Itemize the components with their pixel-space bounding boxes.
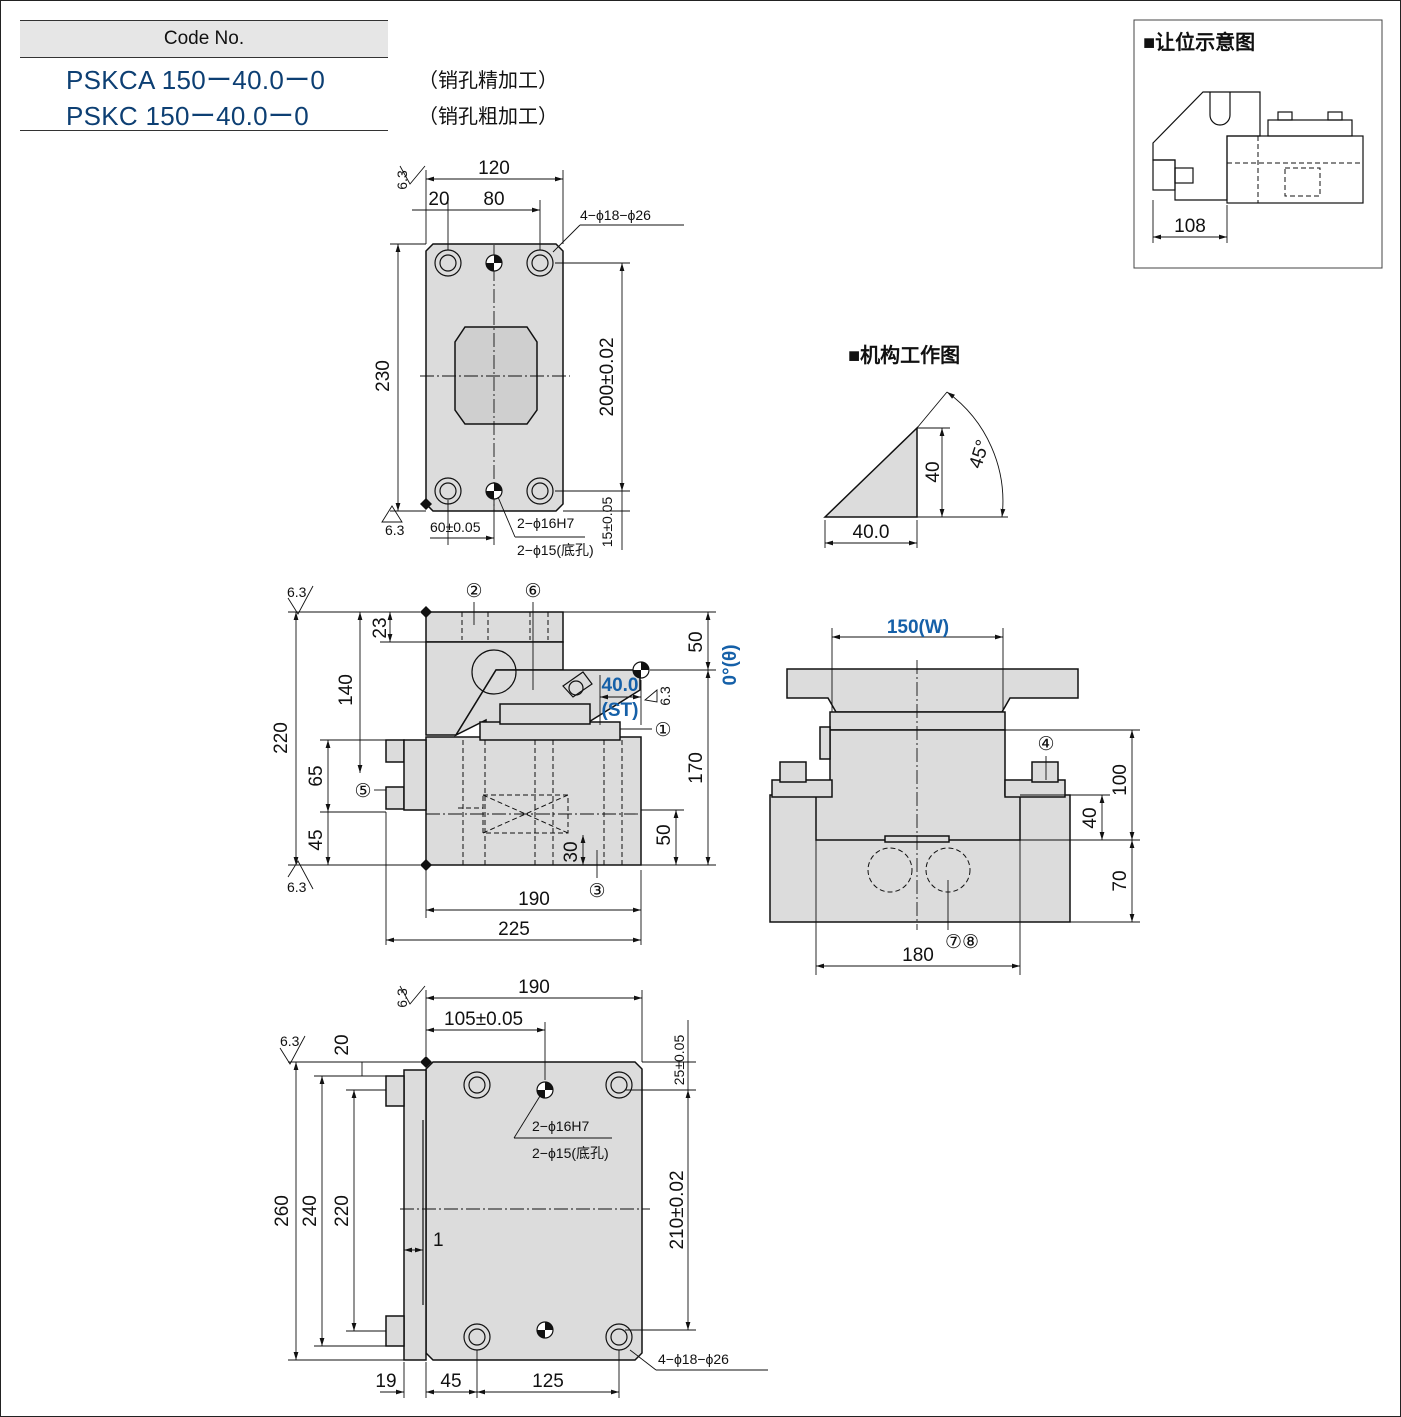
note-pin-bottom-2: 2−ϕ15(底孔) [532, 1145, 609, 1161]
code-note-2: （销孔粗加工） [418, 106, 558, 128]
rough-side-2: 6.3 [287, 879, 307, 895]
callout-6: ⑥ [524, 581, 541, 602]
code-row-2: PSKC 150ー40.0ー0 [66, 101, 309, 131]
dim-140: 140 [336, 674, 357, 706]
code-table-rule [20, 130, 388, 131]
dim-220-bottom: 220 [332, 1195, 353, 1227]
dim-80: 80 [483, 189, 504, 210]
code-header: Code No. [20, 20, 388, 58]
dim-19: 19 [375, 1371, 396, 1392]
note-pin-top-2: 2−ϕ15(底孔) [517, 542, 594, 558]
note-pin-top-1: 2−ϕ16H7 [517, 515, 574, 531]
mechanism-view: 40 40.0 45° [823, 391, 1008, 548]
dim-20-bottom: 20 [332, 1034, 353, 1055]
pin-marks-top [485, 254, 503, 500]
dim-1: 1 [433, 1230, 444, 1251]
dim-220-side: 220 [271, 722, 292, 754]
dim-20: 20 [428, 189, 449, 210]
rough-top-2: 6.3 [385, 522, 405, 538]
dim-260: 260 [272, 1195, 293, 1227]
dim-240: 240 [300, 1195, 321, 1227]
callout-4: ④ [1037, 734, 1054, 755]
dim-45-bottom: 45 [440, 1371, 461, 1392]
dim-50-bottom: 50 [654, 824, 675, 845]
dim-150w: 150(W) [887, 617, 949, 638]
rough-top-1: 6.3 [394, 170, 410, 190]
rough-side-3: 6.3 [657, 686, 673, 706]
dim-40-mech: 40 [923, 461, 944, 482]
clearance-view: 108 [1133, 19, 1383, 269]
dim-30: 30 [561, 841, 582, 862]
pin-marks-bottom [536, 1081, 554, 1339]
note-holes-top: 4−ϕ18−ϕ26 [580, 207, 651, 223]
dim-180: 180 [902, 945, 934, 966]
front-view: 150(W) ④ 100 40 70 180 ⑦⑧ [769, 617, 1140, 975]
dim-120: 120 [478, 158, 510, 179]
dim-25: 25±0.05 [671, 1035, 687, 1086]
callout-3: ③ [588, 881, 605, 902]
bottom-view: 190 105±0.05 25±0.05 210±0.02 260 240 22… [272, 977, 768, 1398]
dim-210: 210±0.02 [667, 1170, 688, 1249]
dim-40-0: 40.0 [853, 522, 890, 543]
dim-190-side: 190 [518, 889, 550, 910]
dim-100: 100 [1110, 764, 1131, 796]
dim-225: 225 [498, 919, 530, 940]
callout-1: ① [654, 720, 671, 741]
side-view: 220 140 23 65 45 50 170 0°(θ) 50 30 40.0… [271, 581, 741, 945]
dim-170: 170 [686, 752, 707, 784]
rough-bottom-2: 6.3 [280, 1033, 300, 1049]
dim-70: 70 [1110, 870, 1131, 891]
dim-60: 60±0.05 [430, 519, 481, 535]
dim-15: 15±0.05 [599, 497, 615, 548]
rough-side-1: 6.3 [287, 584, 307, 600]
dim-65: 65 [306, 765, 327, 786]
dim-200: 200±0.02 [597, 337, 618, 416]
bolt-holes-bottom [463, 1071, 633, 1351]
note-holes-bottom: 4−ϕ18−ϕ26 [658, 1351, 729, 1367]
dim-45-side: 45 [306, 829, 327, 850]
dim-108: 108 [1174, 216, 1206, 237]
note-pin-bottom-1: 2−ϕ16H7 [532, 1118, 589, 1134]
dim-23: 23 [370, 617, 391, 638]
dim-theta: 0°(θ) [720, 644, 741, 685]
code-note-1: （销孔精加工） [418, 70, 558, 92]
mechanism-title: ■机构工作图 [848, 343, 960, 367]
clearance-title: ■让位示意图 [1143, 30, 1255, 54]
dim-50-top: 50 [686, 631, 707, 652]
rough-bottom-1: 6.3 [394, 988, 410, 1008]
callout-2: ② [465, 581, 482, 602]
dim-125: 125 [532, 1371, 564, 1392]
angle-45: 45° [965, 437, 994, 471]
callout-78: ⑦⑧ [945, 932, 979, 953]
code-row-1: PSKCA 150ー40.0ー0 [66, 65, 326, 95]
top-view: 120 20 80 230 200±0.02 15±0.05 4−ϕ18−ϕ26… [373, 158, 684, 558]
stroke-value: 40.0 [602, 675, 639, 696]
callout-5: ⑤ [354, 781, 371, 802]
dim-230: 230 [373, 360, 394, 392]
dim-190-bottom: 190 [518, 977, 550, 998]
dim-105: 105±0.05 [444, 1009, 523, 1030]
stroke-label: (ST) [602, 700, 639, 721]
dim-40-front: 40 [1080, 807, 1101, 828]
